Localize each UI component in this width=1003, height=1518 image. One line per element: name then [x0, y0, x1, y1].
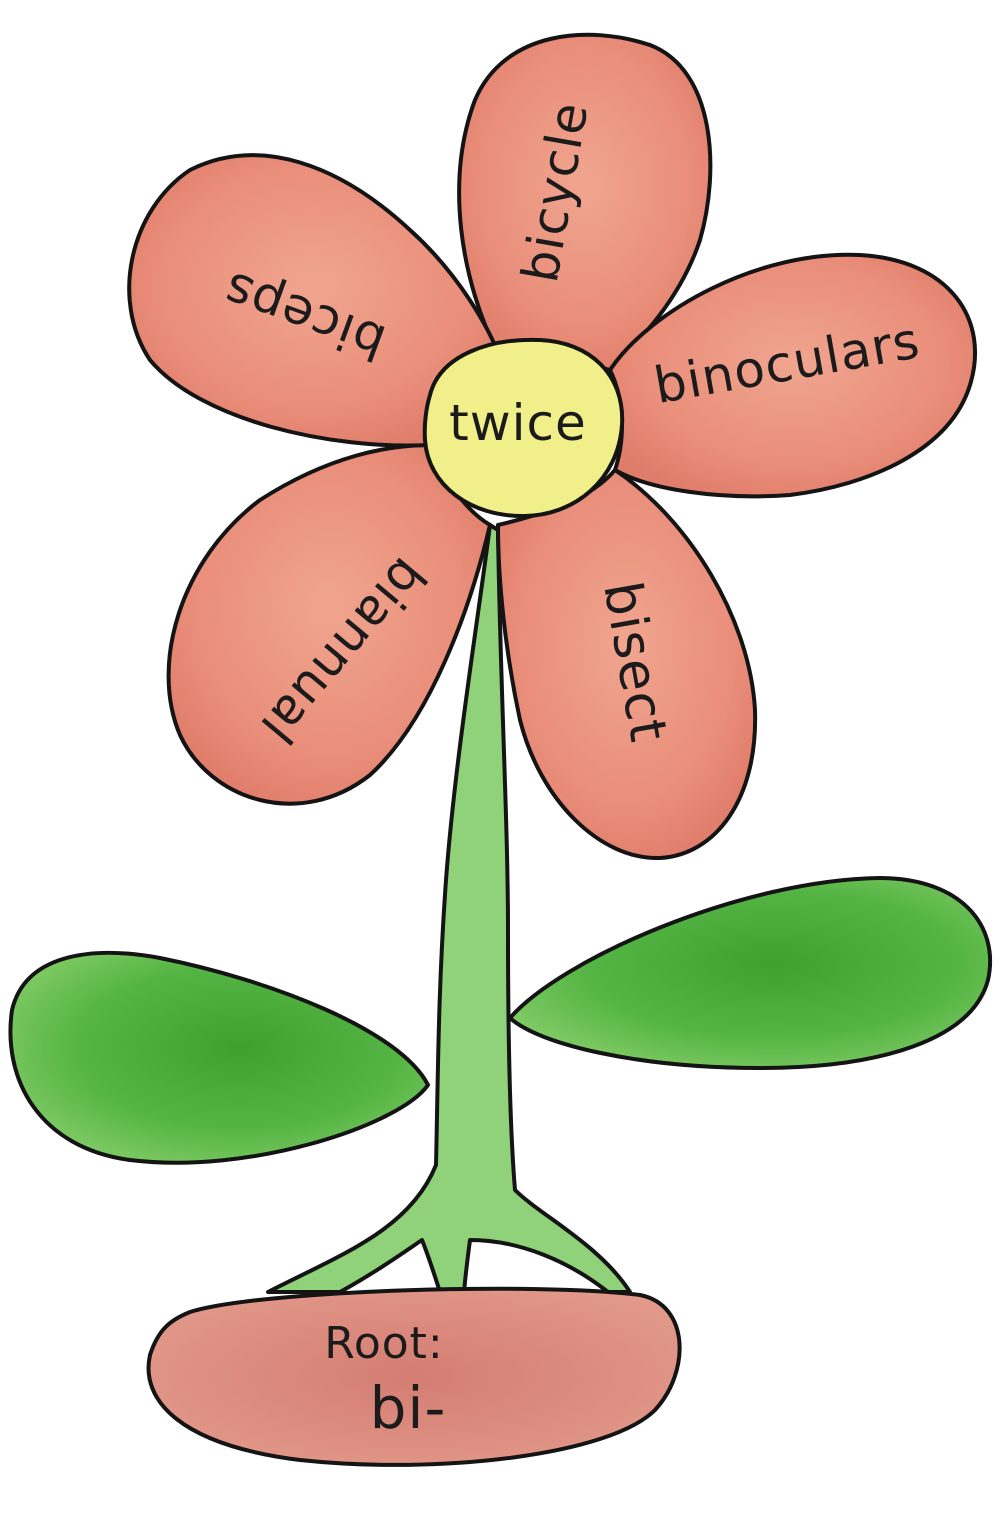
right-leaf — [508, 876, 993, 1070]
left-leaf — [8, 951, 430, 1165]
petal-bisect — [496, 468, 758, 861]
root-heading: Root: — [324, 1318, 444, 1369]
root-pod — [146, 1286, 682, 1467]
center-label: twice — [449, 394, 587, 452]
flower-center — [422, 337, 625, 519]
root-value: bi- — [370, 1374, 447, 1442]
